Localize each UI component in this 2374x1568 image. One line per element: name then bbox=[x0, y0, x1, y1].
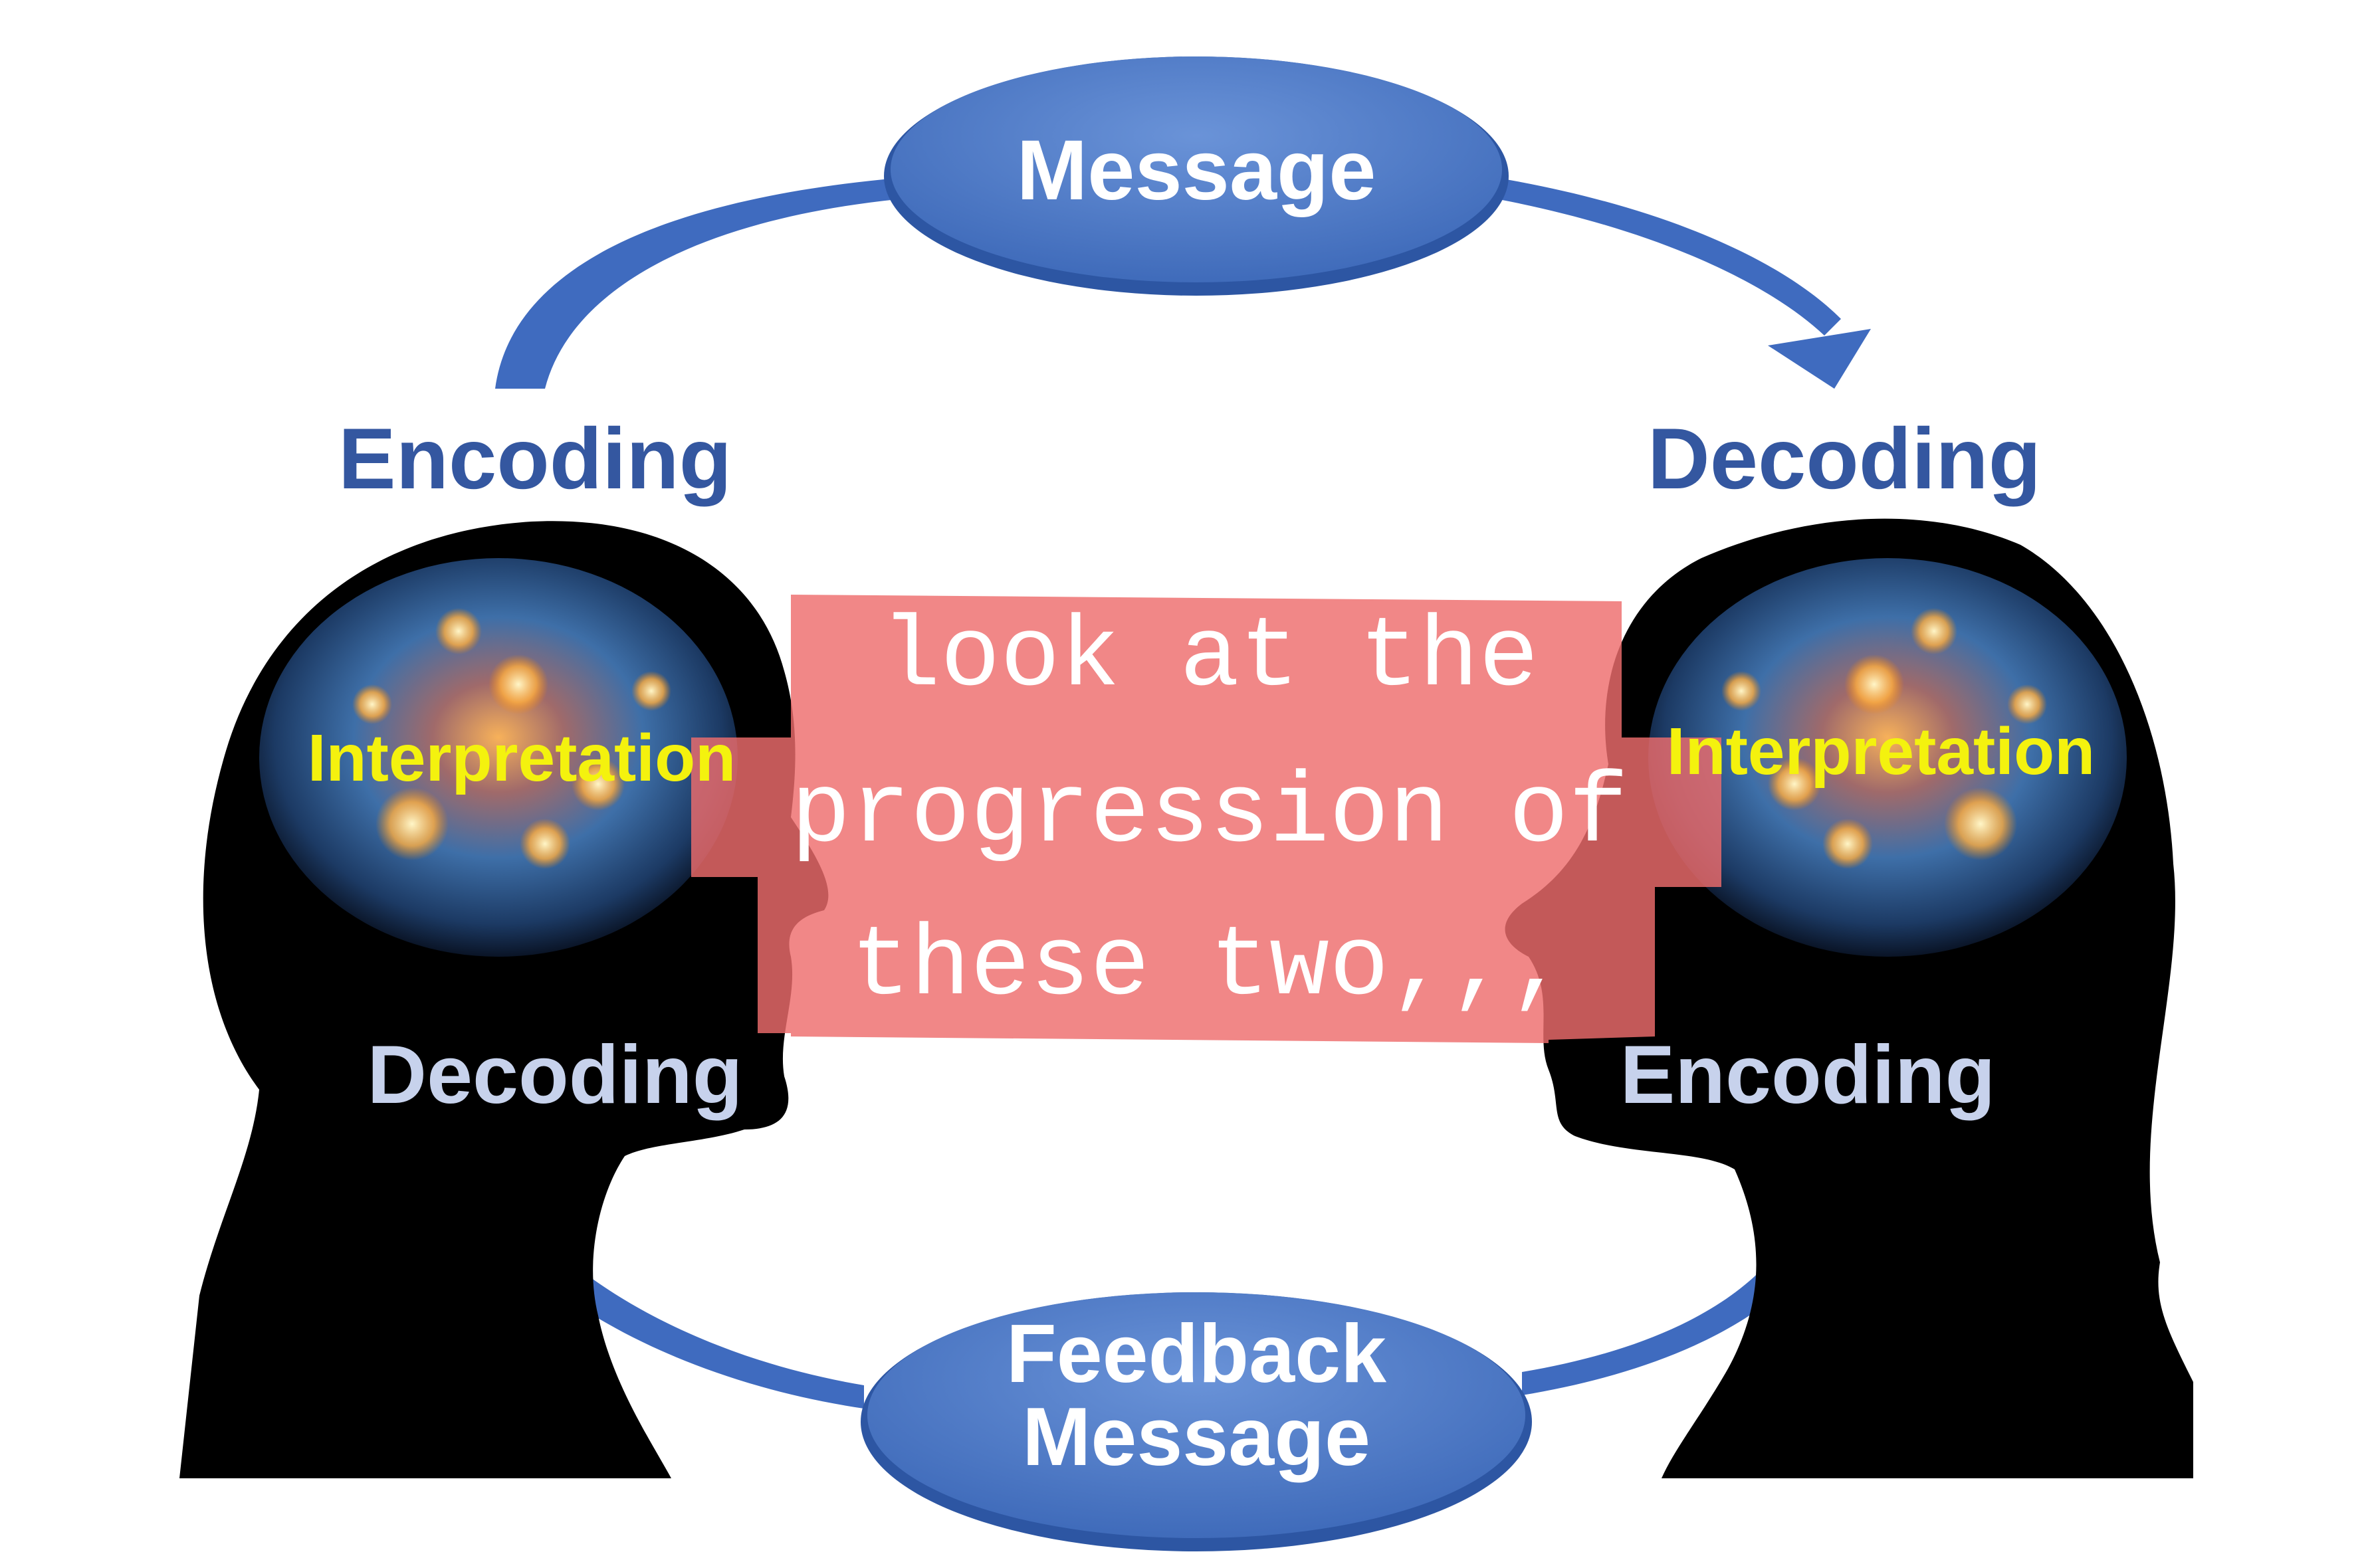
annotation-overlay: look at the progression of these two,,, bbox=[691, 595, 1721, 1043]
sender-encoding-label: Encoding bbox=[338, 410, 732, 507]
receiver-encoding-label: Encoding bbox=[1620, 1029, 1996, 1121]
arrow-encoding-to-message bbox=[495, 178, 897, 389]
arrowhead-right-icon bbox=[1768, 329, 1871, 389]
glowing-brain-icon bbox=[352, 608, 671, 869]
message-node: Message bbox=[884, 56, 1509, 296]
overlay-line-2: progression of bbox=[791, 758, 1628, 871]
sender-head-silhouette-icon bbox=[179, 521, 829, 1479]
message-label: Message bbox=[1017, 123, 1376, 218]
receiver-interpretation-label: Interpretation bbox=[1667, 714, 2095, 789]
glowing-brain-icon bbox=[1721, 608, 2047, 869]
feedback-label-line2: Message bbox=[1022, 1391, 1370, 1483]
sender-decoding-label: Decoding bbox=[368, 1029, 743, 1121]
overlay-line-3: these two,,, bbox=[851, 911, 1568, 1024]
overlay-line-1: look at the bbox=[881, 602, 1539, 715]
sender-interpretation-label: Interpretation bbox=[308, 721, 736, 795]
feedback-message-node: Feedback Message bbox=[861, 1292, 1532, 1551]
receiver-decoding-label: Decoding bbox=[1648, 410, 2041, 507]
arrow-message-to-decoding bbox=[1499, 178, 1841, 336]
feedback-label-line1: Feedback bbox=[1006, 1308, 1387, 1400]
